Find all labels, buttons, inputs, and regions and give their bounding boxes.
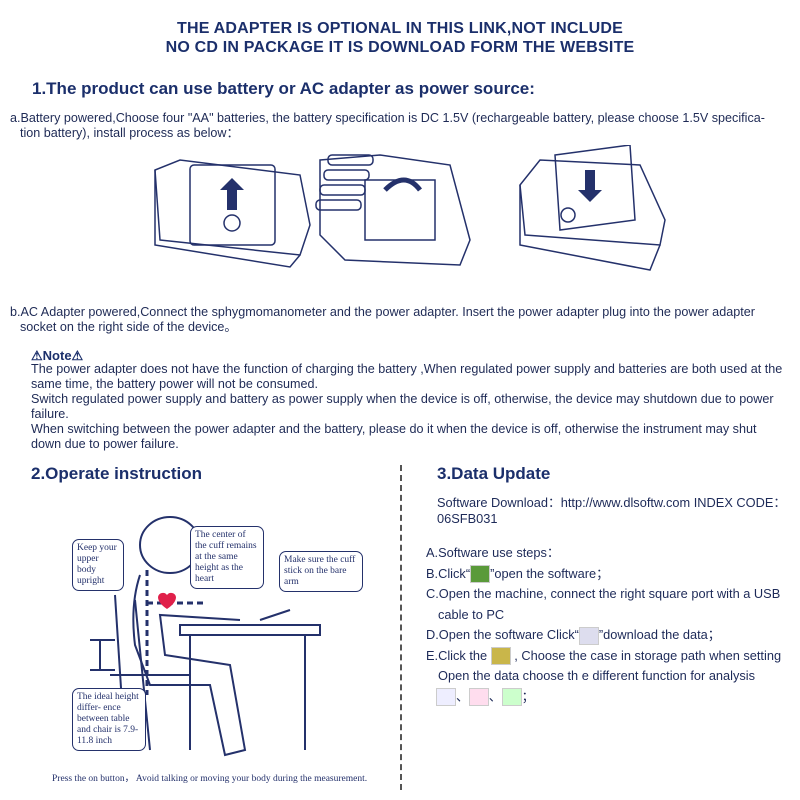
download-line: Software Download：http://www.dlsoftw.com… xyxy=(437,495,787,510)
note-line: down due to power failure. xyxy=(31,437,179,451)
text: E.Click the xyxy=(426,647,488,663)
text-line: b.AC Adapter powered,Connect the sphygmo… xyxy=(10,305,755,319)
header-line-1: THE ADAPTER IS OPTIONAL IN THIS LINK,NOT… xyxy=(176,20,624,37)
batteries xyxy=(315,154,374,211)
heart-app-icon xyxy=(470,565,491,584)
header-line-2: NO CD IN PACKAGE IT IS DOWNLOAD FORM THE… xyxy=(165,39,635,56)
text: , Choose the case in storage path when s… xyxy=(514,647,782,663)
download-info: Software Download：http://www.dlsoftw.com… xyxy=(437,495,786,527)
column-divider xyxy=(400,465,402,790)
text: ”open the software； xyxy=(490,565,609,581)
heart-icon xyxy=(158,592,176,609)
battery-paragraph: a.Battery powered,Choose four "AA" batte… xyxy=(10,111,800,141)
software-steps: A.Software use steps： B.Click“ ”open the … xyxy=(426,543,781,707)
download-icon xyxy=(578,626,599,645)
analysis-icons: 、 、 ； xyxy=(426,687,781,708)
battery-install-illustration xyxy=(154,145,666,271)
bubble-bare-arm: Make sure the cuff stick on the bare arm xyxy=(279,551,363,592)
index-code: 06SFB031 xyxy=(437,511,498,526)
end-mark: ； xyxy=(521,688,535,704)
note-line: Switch regulated power supply and batter… xyxy=(31,392,774,406)
note-line: When switching between the power adapter… xyxy=(31,422,757,436)
note-line: same time, the battery power will not be… xyxy=(31,377,318,391)
separator: 、 xyxy=(456,688,469,704)
device-open-cover xyxy=(154,159,311,268)
bar-chart-icon xyxy=(468,688,489,707)
text: ”download the data； xyxy=(598,627,721,642)
trend-chart-icon xyxy=(436,688,456,707)
step-e-cont: Open the data choose th e different func… xyxy=(438,668,756,683)
device-battery-bay xyxy=(319,154,471,266)
section3-heading: 3.Data Update xyxy=(437,464,551,483)
text: B.Click“ xyxy=(426,565,471,581)
note-body: The power adapter does not have the func… xyxy=(31,362,796,452)
section2-heading: 2.Operate instruction xyxy=(31,464,202,483)
text-line: a.Battery powered,Choose four "AA" batte… xyxy=(10,111,765,125)
adapter-paragraph: b.AC Adapter powered,Connect the sphygmo… xyxy=(10,305,800,335)
note-line: The power adapter does not have the func… xyxy=(31,362,783,376)
text-line: tion battery), install process as below： xyxy=(20,126,240,140)
section1-heading: 1.The product can use battery or AC adap… xyxy=(32,79,535,98)
arrow-up-icon xyxy=(220,178,244,210)
step-d: D.Open the software Click“ ”download the … xyxy=(426,625,781,646)
pie-chart-icon xyxy=(501,688,522,707)
note-title: ⚠Note⚠ xyxy=(31,348,84,363)
step-a: A.Software use steps： xyxy=(426,545,560,560)
step-b: B.Click“ ”open the software； xyxy=(426,564,781,585)
bubble-upright: Keep your upper body upright xyxy=(72,539,124,591)
bubble-cuff-height: The center of the cuff remains at the sa… xyxy=(190,526,264,589)
step-e: E.Click the , Choose the case in storage… xyxy=(426,646,781,667)
step-c: C.Open the machine, connect the right sq… xyxy=(426,586,781,601)
arrow-down-icon xyxy=(578,170,602,202)
bubble-height-difference: The ideal height differ- ence between ta… xyxy=(72,688,146,751)
settings-app-icon xyxy=(490,647,511,666)
step-c-cont: cable to PC xyxy=(438,606,505,622)
text-line: socket on the right side of the device。 xyxy=(20,320,238,334)
instruction-caption: Press the on button， Avoid talking or mo… xyxy=(52,774,368,784)
arrow-curve-icon xyxy=(383,177,422,192)
text: D.Open the software Click“ xyxy=(426,627,579,642)
note-line: failure. xyxy=(31,407,69,421)
separator: 、 xyxy=(488,688,502,704)
